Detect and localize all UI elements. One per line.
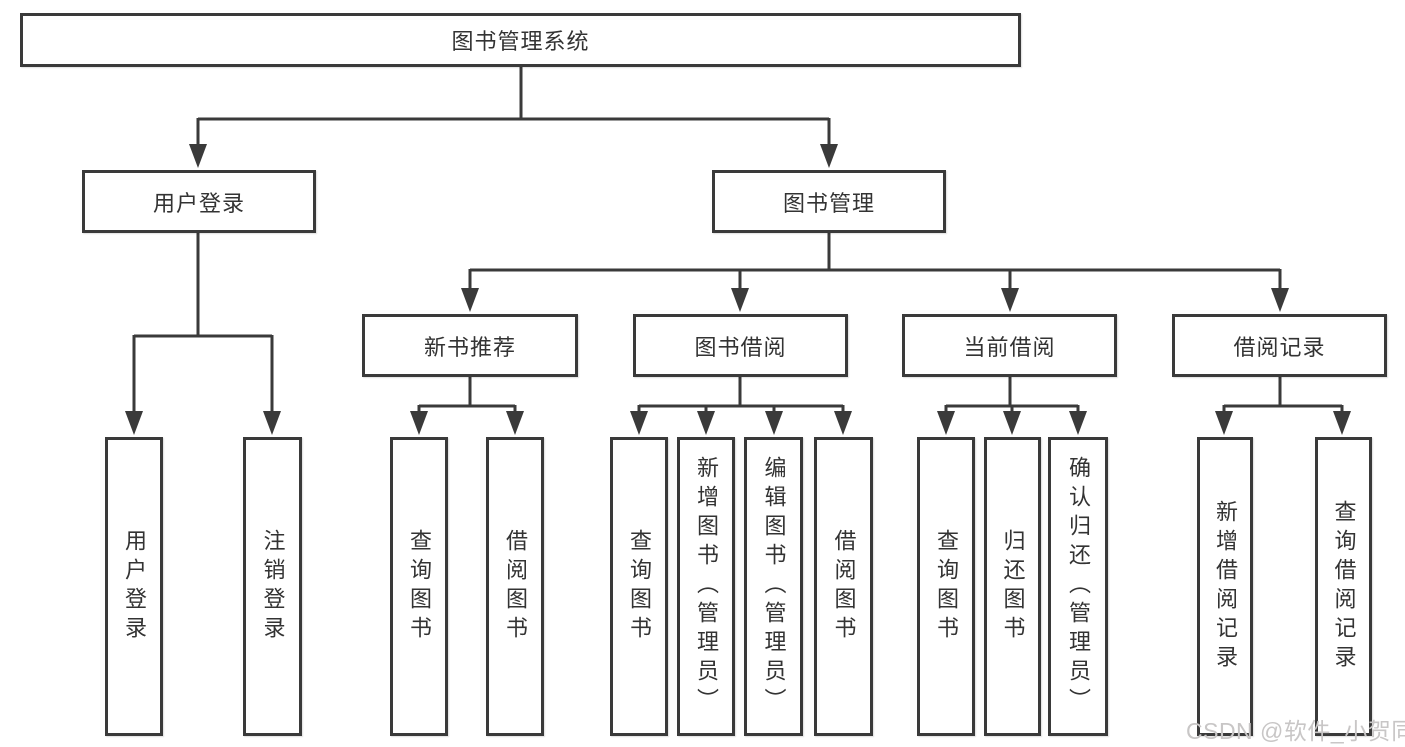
node-borrowing-records: 借阅记录 — [1172, 314, 1387, 377]
node-root-library-system: 图书管理系统 — [20, 13, 1021, 67]
node-current-borrowing: 当前借阅 — [902, 314, 1117, 377]
node-leaf-return-books: 归还图书 — [984, 437, 1041, 736]
node-leaf-query-books-recommend: 查询图书 — [390, 437, 448, 736]
watermark: CSDN @软件_小贺同学 — [1186, 718, 1405, 744]
node-leaf-borrow-books-recommend: 借阅图书 — [486, 437, 544, 736]
node-leaf-query-borrow-record: 查询借阅记录 — [1315, 437, 1372, 736]
node-leaf-query-books-current: 查询图书 — [917, 437, 975, 736]
node-leaf-add-books-admin: 新增图书（管理员） — [677, 437, 735, 736]
node-leaf-add-borrow-record: 新增借阅记录 — [1197, 437, 1253, 736]
node-leaf-borrow-books: 借阅图书 — [814, 437, 873, 736]
node-new-book-recommend: 新书推荐 — [362, 314, 578, 377]
node-leaf-confirm-return-admin: 确认归还（管理员） — [1048, 437, 1108, 736]
node-user-login: 用户登录 — [82, 170, 316, 233]
node-book-management: 图书管理 — [712, 170, 946, 233]
node-leaf-user-login: 用户登录 — [105, 437, 163, 736]
node-leaf-logout: 注销登录 — [243, 437, 302, 736]
node-leaf-edit-books-admin: 编辑图书（管理员） — [744, 437, 803, 736]
node-book-borrowing: 图书借阅 — [633, 314, 848, 377]
node-leaf-query-books-borrowing: 查询图书 — [610, 437, 668, 736]
